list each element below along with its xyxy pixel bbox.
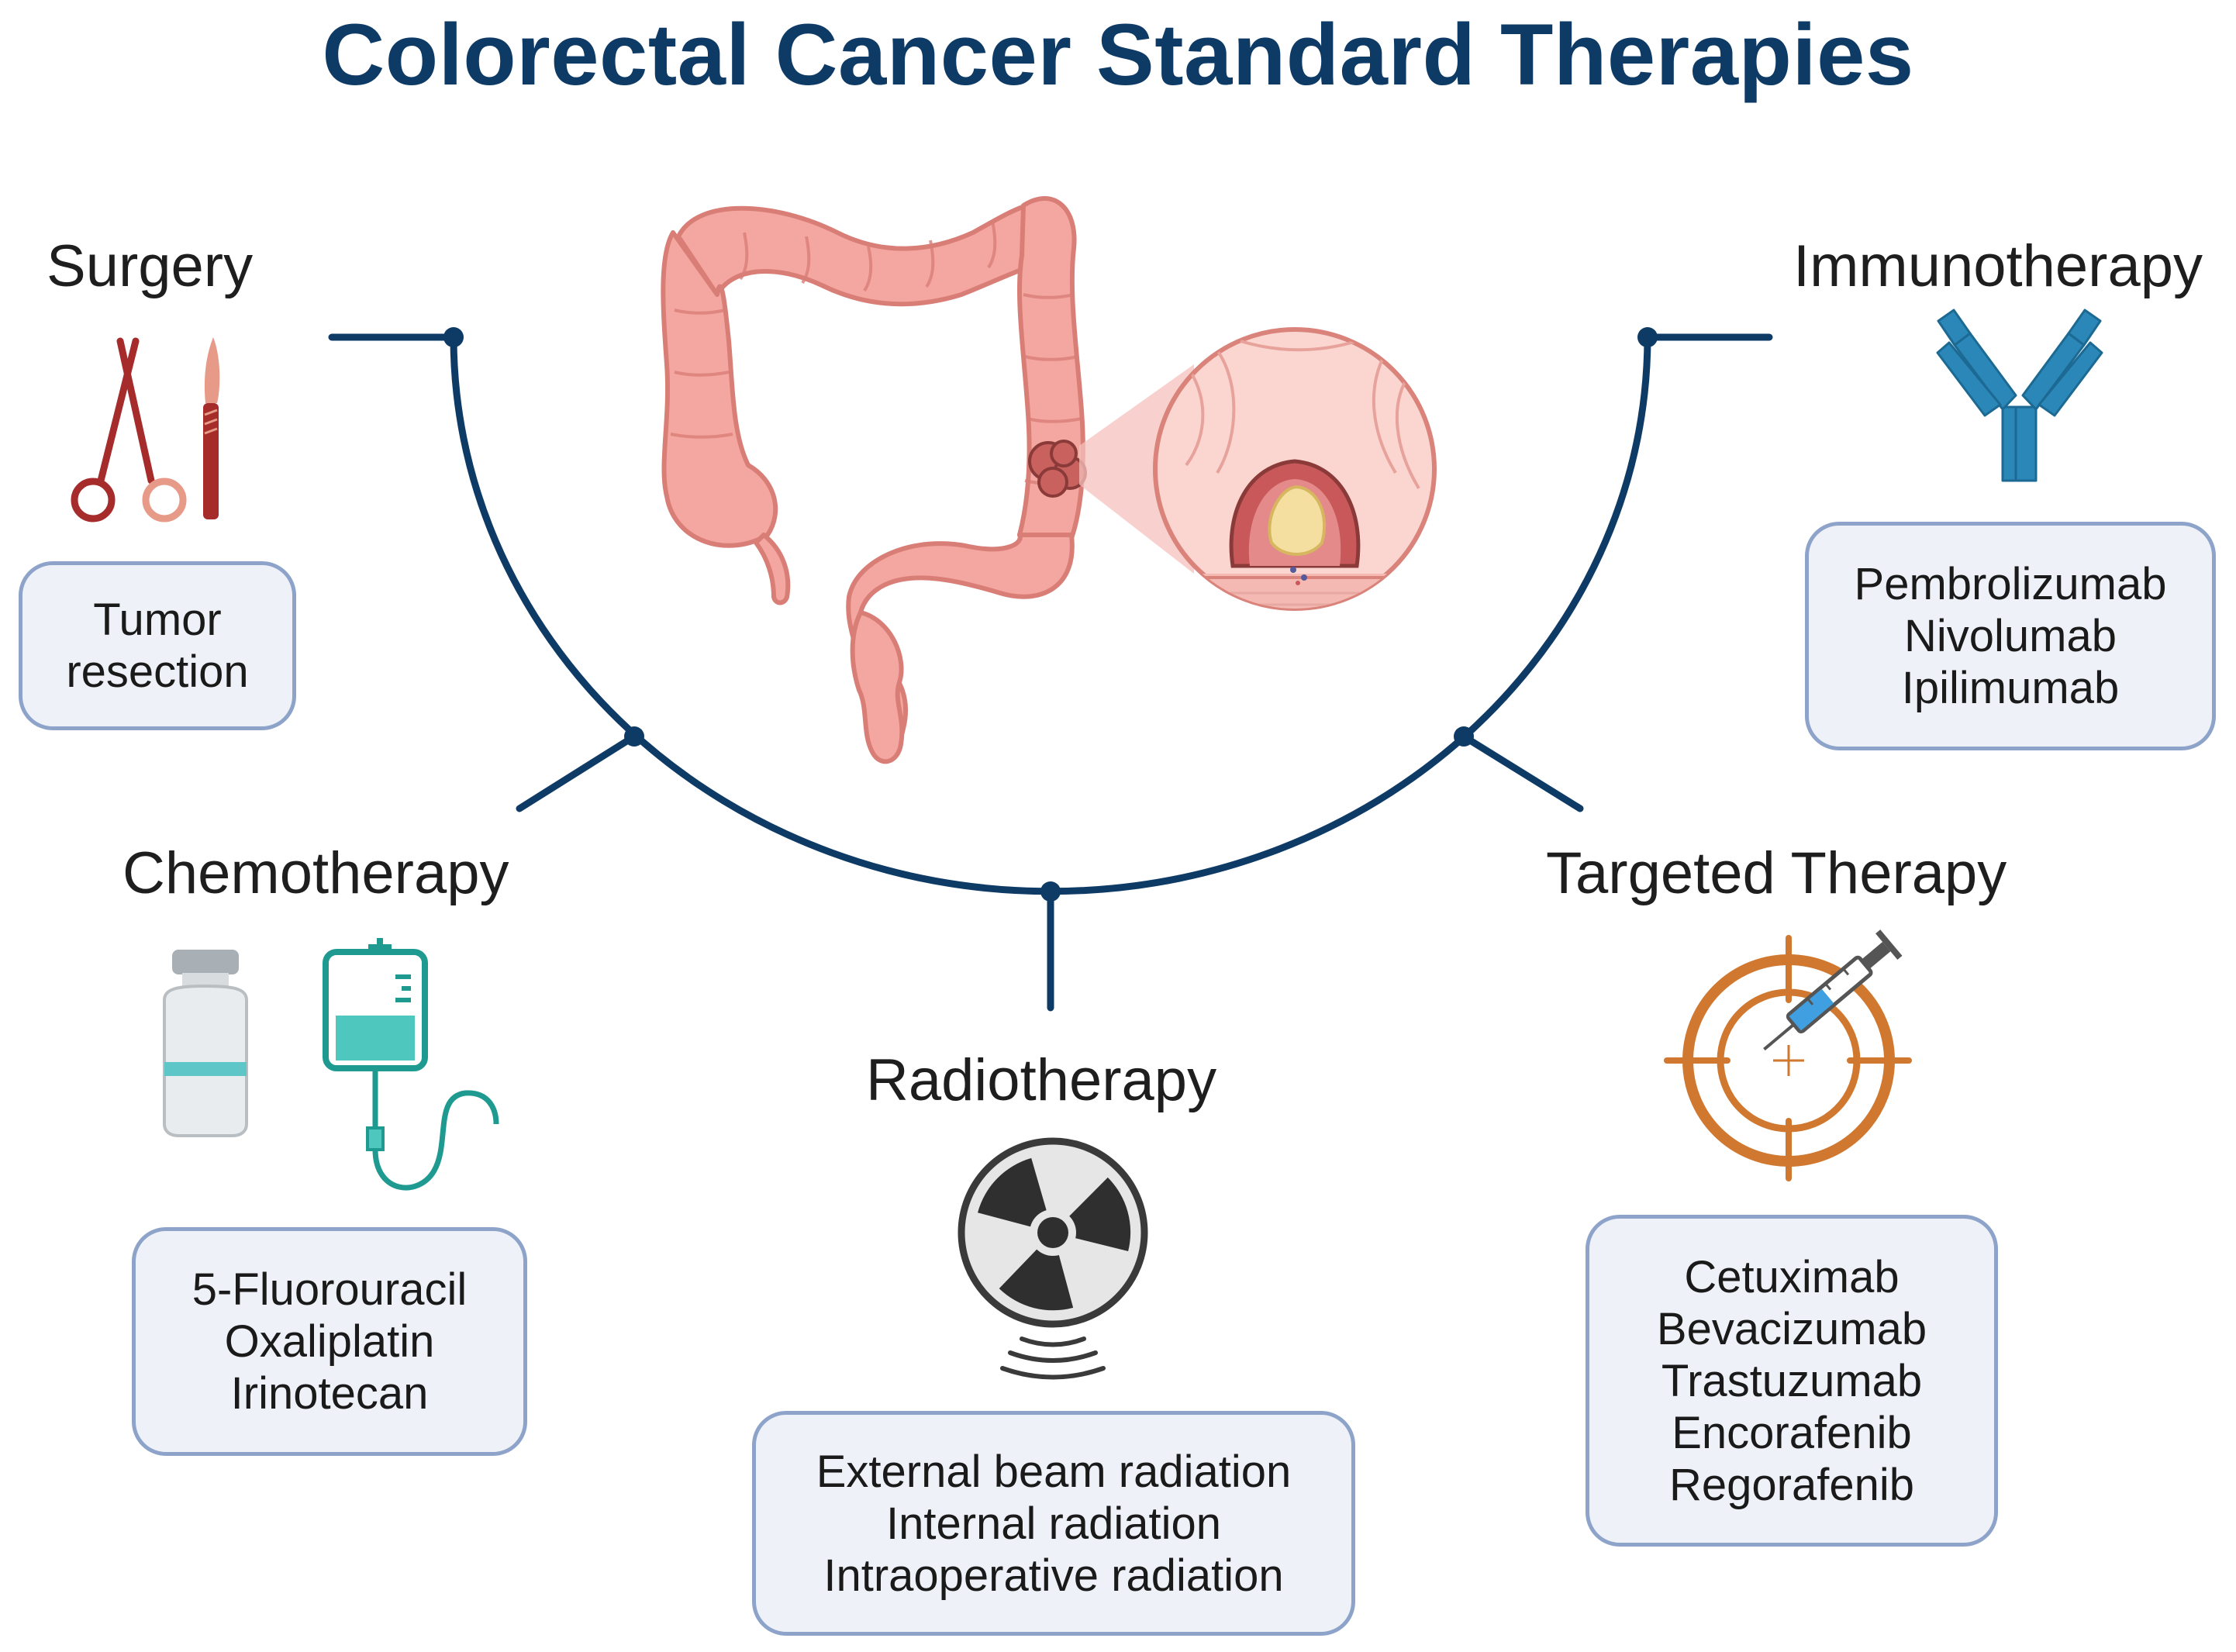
radiotherapy-item: Intraoperative radiation (823, 1550, 1284, 1601)
immunotherapy-item: Ipilimumab (1901, 663, 2120, 713)
radiotherapy-item: Internal radiation (885, 1498, 1222, 1549)
chemotherapy-item: 5-Fluorouracil (192, 1264, 468, 1315)
immunotherapy-item: Pembrolizumab (1854, 559, 2167, 609)
targeted-therapy-item: Trastuzumab (1661, 1355, 1923, 1406)
targeted-therapy-item: Bevacizumab (1656, 1303, 1927, 1354)
immunotherapy-item: Nivolumab (1904, 611, 2117, 661)
chemotherapy-item: Oxaliplatin (224, 1316, 435, 1367)
targeted-therapy-item: Cetuximab (1684, 1251, 1900, 1302)
radiotherapy-box: External beam radiation Internal radiati… (752, 1411, 1355, 1636)
radiotherapy-item: External beam radiation (816, 1446, 1292, 1497)
surgery-heading: Surgery (47, 233, 254, 299)
immunotherapy-box: Pembrolizumab Nivolumab Ipilimumab (1805, 522, 2216, 750)
connector-chemotherapy (516, 733, 638, 812)
surgery-item: resection (66, 647, 249, 697)
chemotherapy-item: Irinotecan (230, 1368, 429, 1419)
immunotherapy-heading: Immunotherapy (1793, 233, 2203, 299)
targeted-therapy-item: Regorafenib (1669, 1459, 1914, 1510)
radiotherapy-heading: Radiotherapy (866, 1047, 1217, 1113)
chemotherapy-heading: Chemotherapy (122, 840, 509, 906)
page-title: Colorectal Cancer Standard Therapies (322, 6, 1914, 103)
connector-targeted (1460, 733, 1584, 812)
surgery-box: Tumor resection (19, 561, 296, 730)
targeted-therapy-heading: Targeted Therapy (1546, 840, 2007, 906)
surgery-item: Tumor (93, 595, 222, 645)
targeted-therapy-item: Encorafenib (1672, 1407, 1912, 1458)
targeted-therapy-box: Cetuximab Bevacizumab Trastuzumab Encora… (1586, 1215, 1998, 1547)
chemotherapy-box: 5-Fluorouracil Oxaliplatin Irinotecan (132, 1227, 527, 1456)
